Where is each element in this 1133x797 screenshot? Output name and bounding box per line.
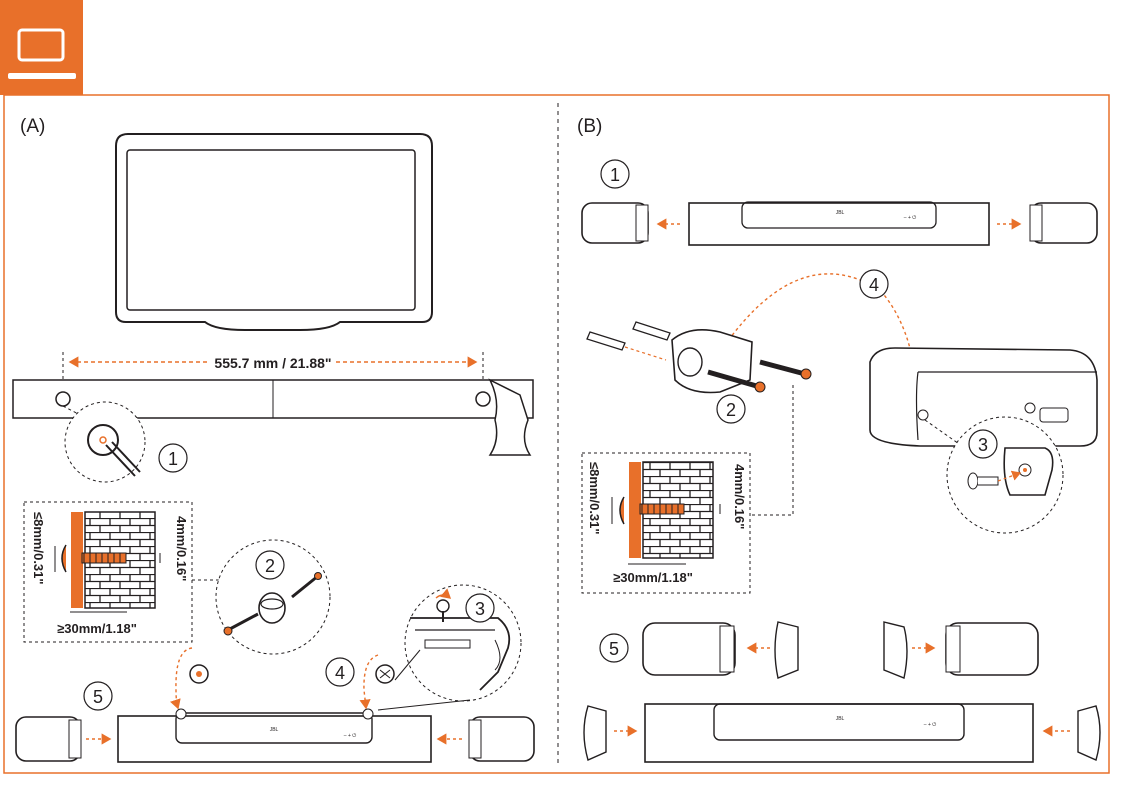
step-3-zoom-b	[924, 416, 1064, 534]
length-label-a: ≥30mm/1.18"	[57, 621, 137, 636]
screw-label-a: 4mm/0.16"	[174, 516, 189, 581]
depth-label-a: ≤8mm/0.31"	[31, 512, 46, 585]
step-1-zoom	[64, 401, 146, 483]
dimension-label: 555.7 mm / 21.88"	[214, 355, 331, 371]
bracket-b	[671, 329, 812, 394]
wall-detail-b: ≤8mm/0.31" 4mm/0.16" ≥30mm/1.18"	[581, 452, 751, 594]
svg-text:– + ⏻: – + ⏻	[344, 733, 356, 739]
speaker-a-right	[436, 716, 535, 762]
panel-b-label: (B)	[577, 116, 602, 137]
connector-line-b	[752, 385, 794, 516]
svg-text:5: 5	[93, 687, 103, 707]
svg-text:5: 5	[609, 639, 619, 659]
wall-detail-a: ≤8mm/0.31" 4mm/0.16" ≥30mm/1.18"	[23, 501, 193, 643]
svg-text:JBL: JBL	[270, 727, 279, 733]
svg-text:1: 1	[610, 165, 620, 185]
bracket-a-right	[359, 654, 395, 710]
length-label-b: ≥30mm/1.18"	[613, 570, 693, 585]
panel-b: (B) 1 JBL – + ⏻ 4	[577, 116, 1101, 763]
speaker-a-left	[15, 716, 112, 762]
svg-text:4: 4	[335, 663, 345, 683]
panel-a-label: (A)	[20, 116, 45, 137]
panel-a: (A) 555.7 mm / 21.88"	[12, 116, 535, 763]
header-tab	[0, 0, 83, 95]
step-1-badge: 1	[158, 443, 188, 473]
soundbar-b5: JBL – + ⏻	[644, 703, 1034, 763]
step-3-zoom	[377, 584, 522, 711]
speaker-b5-right	[883, 621, 1039, 679]
bracket-a-left	[170, 647, 209, 710]
step-1-badge-b: 1	[600, 159, 630, 189]
svg-text:3: 3	[978, 435, 988, 455]
step-2-zoom	[192, 539, 331, 655]
svg-text:JBL: JBL	[836, 716, 845, 722]
satellite-b5-left	[583, 705, 638, 761]
depth-label-b: ≤8mm/0.31"	[587, 462, 602, 535]
step-2-badge: 2	[255, 550, 285, 580]
step-2-badge-b: 2	[716, 394, 746, 424]
tv-illustration	[115, 133, 433, 331]
soundbar-a: JBL – + ⏻	[117, 708, 432, 763]
speaker-b1-right	[997, 202, 1098, 244]
step-4-badge: 4	[325, 657, 355, 687]
svg-text:2: 2	[265, 556, 275, 576]
svg-text:1: 1	[168, 449, 178, 469]
svg-text:JBL: JBL	[836, 210, 845, 216]
svg-text:4: 4	[869, 275, 879, 295]
step-5-badge: 5	[83, 681, 113, 711]
satellite-b5-right	[1042, 705, 1101, 761]
step-3-badge-b: 3	[968, 429, 998, 459]
screw-label-b: 4mm/0.16"	[732, 464, 747, 529]
step-4-arc	[724, 273, 923, 402]
svg-text:2: 2	[726, 400, 736, 420]
panel-border	[3, 94, 1110, 774]
speaker-b1-left	[581, 202, 680, 244]
tv-icon	[8, 28, 76, 79]
speaker-b5-left	[642, 621, 799, 679]
step-3-badge: 3	[465, 593, 495, 623]
step-4-badge-b: 4	[859, 269, 889, 299]
soundbar-b1: JBL – + ⏻	[688, 201, 990, 246]
step-5-badge-b: 5	[599, 633, 629, 663]
dimension-line: 555.7 mm / 21.88"	[62, 352, 484, 390]
svg-text:– + ⏻: – + ⏻	[924, 722, 936, 728]
wall-anchors	[586, 321, 671, 361]
svg-text:3: 3	[475, 599, 485, 619]
svg-text:– + ⏻: – + ⏻	[904, 215, 916, 221]
